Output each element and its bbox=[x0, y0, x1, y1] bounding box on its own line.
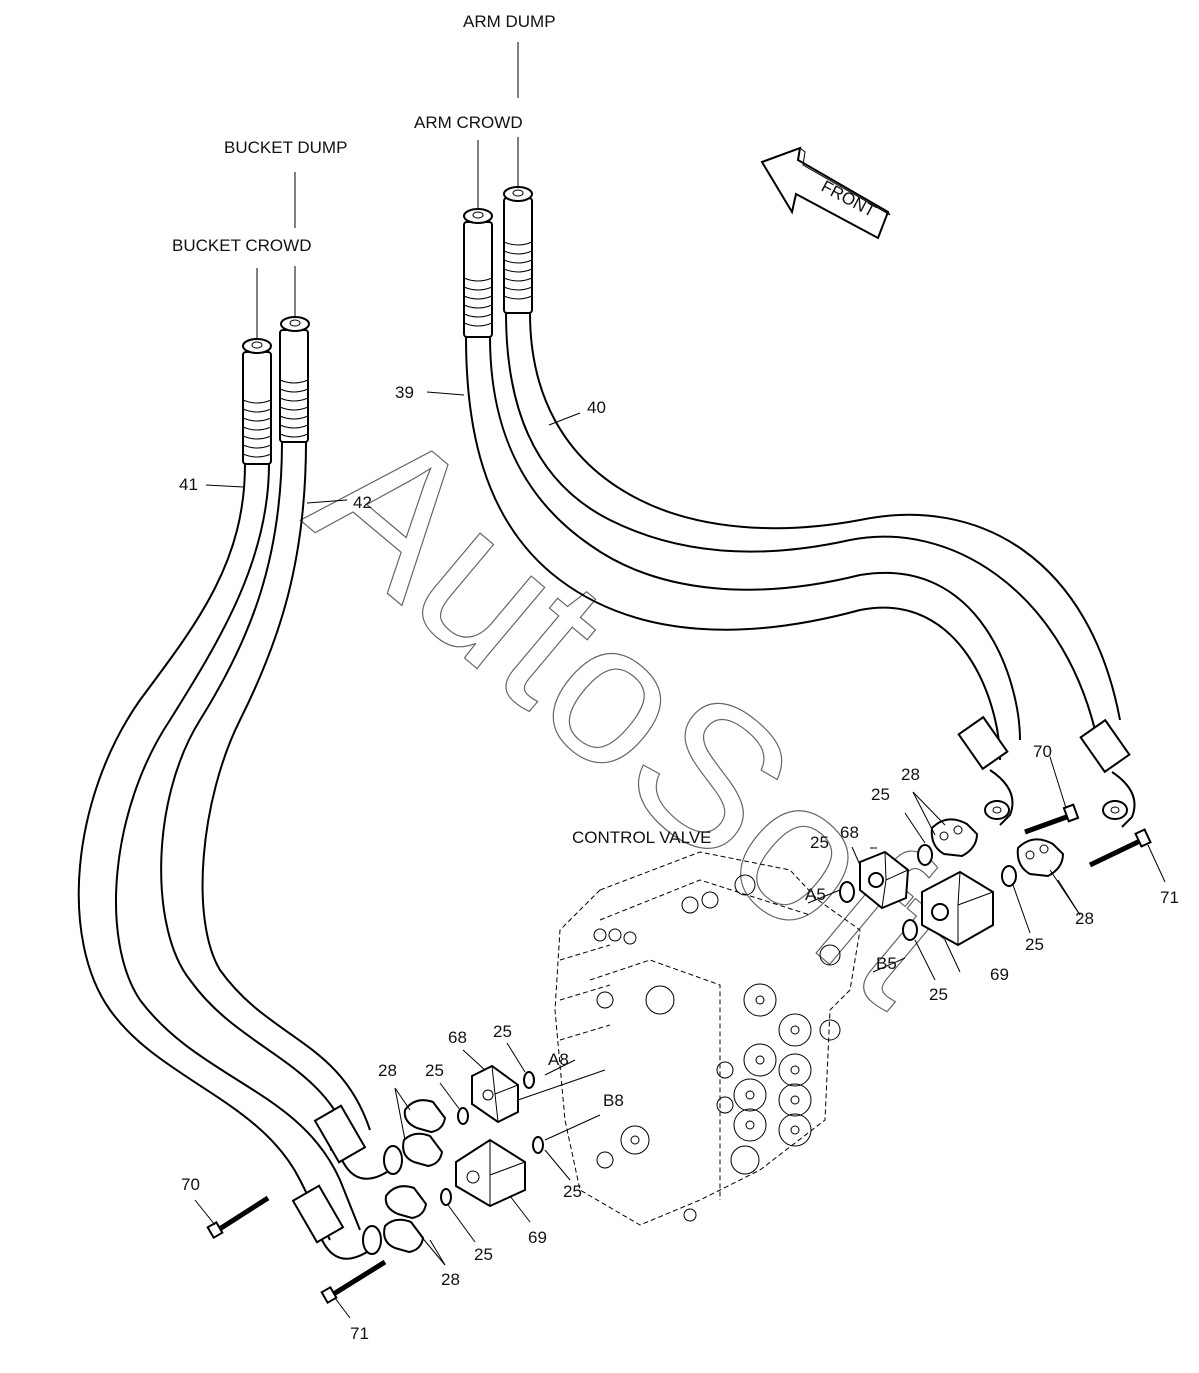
top-leaders bbox=[256, 42, 519, 342]
control-valve bbox=[554, 851, 861, 1226]
label-part-68-lower: 68 bbox=[448, 1028, 467, 1047]
hose-40-top-fitting bbox=[503, 186, 533, 314]
label-bucket-crowd: BUCKET CROWD bbox=[172, 236, 311, 255]
label-part-69-upper: 69 bbox=[990, 965, 1009, 984]
bolt-70-upper bbox=[1024, 803, 1080, 835]
label-bucket-dump: BUCKET DUMP bbox=[224, 138, 347, 157]
label-part-42: 42 bbox=[353, 493, 372, 512]
leader-40 bbox=[548, 412, 581, 426]
label-part-39: 39 bbox=[395, 383, 414, 402]
valve-spools bbox=[593, 874, 841, 1222]
label-part-40: 40 bbox=[587, 398, 606, 417]
label-part-25-f: 25 bbox=[425, 1061, 444, 1080]
clamp-28-upper-right-a bbox=[930, 818, 979, 858]
clamp-28-lower-b bbox=[383, 1185, 428, 1254]
leader-42 bbox=[306, 499, 348, 504]
label-arm-crowd: ARM CROWD bbox=[414, 113, 523, 132]
label-part-28-lower-a: 28 bbox=[378, 1061, 397, 1080]
flange-68-lower bbox=[471, 1064, 519, 1124]
bolt-71-upper bbox=[1088, 828, 1152, 868]
hose-39 bbox=[465, 336, 1021, 826]
block-69-lower bbox=[455, 1138, 526, 1208]
hose-42-lower-end bbox=[313, 1104, 403, 1180]
label-port-b5: B5 bbox=[876, 954, 897, 973]
label-port-a5: A5 bbox=[805, 885, 826, 904]
label-port-a8: A8 bbox=[548, 1050, 569, 1069]
watermark-text: AutoSoft bbox=[272, 382, 1003, 1046]
label-part-25-a: 25 bbox=[810, 833, 829, 852]
label-part-71-lower: 71 bbox=[350, 1324, 369, 1343]
hose-41-top-fitting bbox=[242, 338, 272, 465]
leaders-lower-left bbox=[194, 1042, 606, 1319]
flange-68-upper bbox=[859, 850, 910, 910]
label-part-28-upper-b: 28 bbox=[1075, 909, 1094, 928]
label-control-valve: CONTROL VALVE bbox=[572, 828, 712, 847]
bolt-70-lower bbox=[206, 1195, 270, 1240]
label-port-b8: B8 bbox=[603, 1091, 624, 1110]
leader-41 bbox=[205, 484, 244, 488]
hose-40 bbox=[505, 312, 1136, 828]
label-part-68-upper: 68 bbox=[840, 823, 859, 842]
label-part-71-upper: 71 bbox=[1160, 888, 1179, 907]
hose-42 bbox=[160, 441, 371, 1151]
label-part-25-c: 25 bbox=[1025, 935, 1044, 954]
hose-41-lower-end bbox=[291, 1184, 382, 1260]
label-part-25-e: 25 bbox=[493, 1022, 512, 1041]
label-part-28-lower-b: 28 bbox=[441, 1270, 460, 1289]
hose-42-top-fitting bbox=[279, 316, 310, 443]
hose-41 bbox=[77, 463, 361, 1241]
clamp-28-upper-right-b bbox=[1016, 838, 1065, 878]
leader-39 bbox=[426, 391, 465, 396]
label-arm-dump: ARM DUMP bbox=[463, 12, 556, 31]
label-part-70-lower: 70 bbox=[181, 1175, 200, 1194]
bolt-71-lower bbox=[320, 1259, 387, 1305]
orings-upper-right bbox=[839, 844, 1017, 941]
label-part-25-h: 25 bbox=[474, 1245, 493, 1264]
label-part-28-upper-a: 28 bbox=[901, 765, 920, 784]
clamp-28-lower-a bbox=[402, 1099, 447, 1168]
hose-39-top-fitting bbox=[463, 208, 493, 338]
front-arrow-icon: FRONT bbox=[760, 146, 891, 240]
label-part-69-lower: 69 bbox=[528, 1228, 547, 1247]
leaders-upper-right bbox=[807, 756, 1166, 981]
label-part-70-upper: 70 bbox=[1033, 742, 1052, 761]
label-part-25-d: 25 bbox=[929, 985, 948, 1004]
label-part-25-g: 25 bbox=[563, 1182, 582, 1201]
block-69-upper bbox=[921, 870, 994, 947]
label-part-41: 41 bbox=[179, 475, 198, 494]
orings-lower-left bbox=[440, 1071, 544, 1206]
label-part-25-b: 25 bbox=[871, 785, 890, 804]
watermark: AutoSoft bbox=[272, 382, 1004, 1047]
